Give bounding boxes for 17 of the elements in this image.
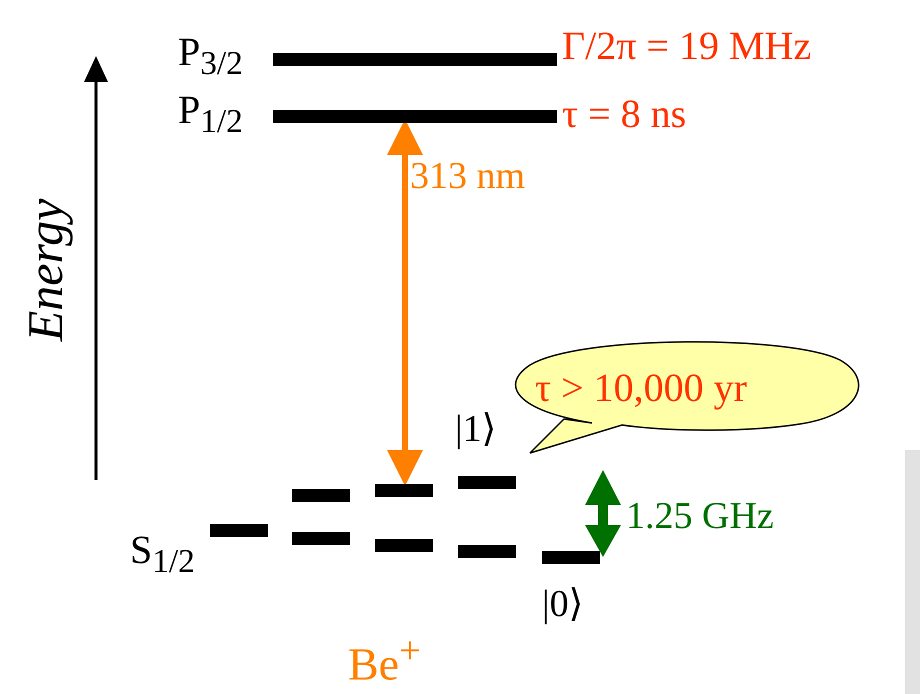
energy-level-bar	[292, 532, 350, 545]
energy-level-bar	[375, 484, 433, 497]
energy-level-bar	[375, 539, 433, 552]
lifetime-text: τ > 10,000 yr	[535, 368, 747, 408]
lifetime-annotation: τ = 8 ns	[562, 94, 686, 134]
energy-level-bar	[542, 551, 600, 564]
state-label: |1⟩	[455, 410, 497, 448]
lifetime-annotation: Γ/2π = 19 MHz	[562, 26, 812, 66]
level-label: S$_{1/2}$	[130, 530, 195, 578]
level-label: P$_{3/2}$	[178, 32, 243, 80]
level-label: P$_{1/2}$	[178, 90, 243, 138]
ion-label: Be$^{+}$	[348, 632, 421, 688]
energy-level-bar	[292, 489, 350, 502]
energy-level-bar	[458, 545, 516, 558]
energy-level-bar	[458, 476, 516, 489]
state-label: |0⟩	[542, 585, 584, 623]
frequency-label: 1.25 GHz	[626, 497, 774, 535]
